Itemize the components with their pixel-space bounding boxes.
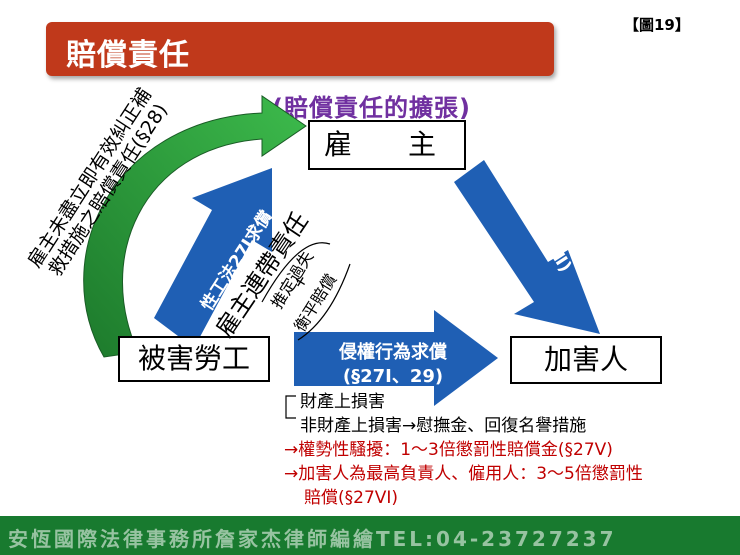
damages-item-power-harassment: →權勢性騷擾：1～3倍懲罰性賠償金(§27V) [284,440,613,460]
arrow-victim-to-assailant-shape [294,310,498,406]
arrow-label-tort-articles: (§27Ⅰ、29) [342,366,444,387]
arrow-employer-to-assailant-shape [454,160,600,334]
damages-item-non-property: 非財產上損害→慰撫金、回復名譽措施 [300,416,587,436]
node-victim: 被害勞工 [118,336,270,382]
damages-item-top-officer-line2: 賠償(§27VI) [304,488,399,508]
arrow-label-tort-claim: 侵權行為求償 [339,342,447,363]
curved-arrow-shape [83,95,307,358]
page-title: 賠償責任 [66,38,190,73]
arrow-victim-to-employer-shape [154,168,272,348]
bracket-shape-2 [297,263,351,341]
footer-bar: 安恆國際法律事務所詹家杰律師編繪TEL:04-23727237 [0,516,740,555]
damages-item-top-officer-line1: →加害人為最高負責人、僱用人：3～5倍懲罰性 [284,464,643,484]
title-bar: 賠償責任 [46,22,554,76]
bracket-shape [261,242,331,303]
damages-item-property: 財產上損害 [300,392,385,412]
damages-bracket [285,395,296,419]
footer-text: 安恆國際法律事務所詹家杰律師編繪TEL:04-23727237 [8,527,617,551]
subtitle: (賠償責任的擴張) [272,94,471,122]
figure-label: 【圖19】 [624,16,690,34]
node-assailant: 加害人 [510,336,662,384]
node-employer: 雇 主 [308,120,466,170]
